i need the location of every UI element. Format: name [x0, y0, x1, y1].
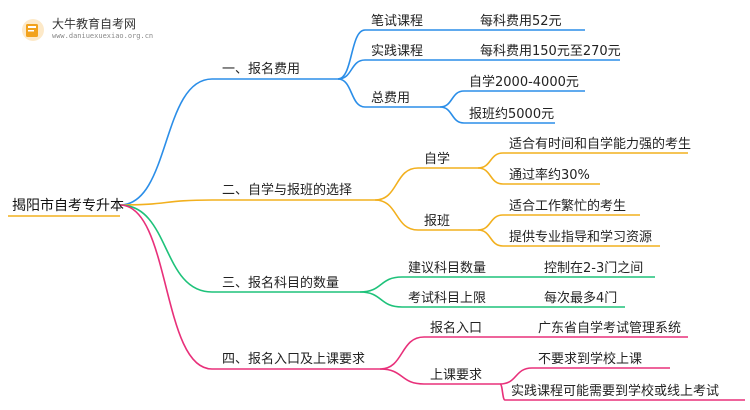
sub-connector	[359, 291, 403, 308]
leaf-node: 报班约5000元	[469, 107, 555, 122]
leaf-node: 适合工作繁忙的考生	[509, 199, 627, 214]
branch-connector	[119, 199, 213, 206]
sub-node: 自学	[424, 152, 451, 167]
sub-connector	[359, 276, 403, 293]
sub-connector	[337, 59, 366, 80]
logo-url: www.daniuexuexiao.org.cn	[52, 32, 154, 40]
branch-node: 三、报名科目的数量	[222, 276, 340, 291]
sub-node: 报名入口	[430, 321, 483, 336]
sub-connector	[379, 336, 425, 370]
branch-node: 一、报名费用	[222, 62, 301, 77]
leaf-node: 每次最多4门	[544, 291, 618, 306]
leaf-node: 控制在2-3门之间	[544, 261, 644, 276]
sub-connector	[337, 78, 366, 108]
root-node: 揭阳市自考专升本	[12, 198, 124, 214]
leaf-node: 每科费用52元	[480, 14, 562, 29]
branch-connector	[119, 204, 213, 370]
branch-connector	[119, 78, 213, 206]
leaf-connector	[477, 167, 504, 185]
leaf-connector	[499, 367, 533, 385]
leaf-node: 适合有时间和自学能力强的考生	[509, 137, 692, 152]
leaf-connector	[477, 152, 504, 169]
sub-connector	[337, 29, 366, 80]
logo-title: 大牛教育自考网	[52, 17, 137, 31]
branch-node: 四、报名入口及上课要求	[222, 352, 366, 367]
leaf-connector	[499, 383, 506, 401]
leaf-node: 实践课程可能需要到学校或线上考试	[511, 384, 720, 399]
leaf-node: 每科费用150元至270元	[480, 44, 621, 59]
leaf-connector	[477, 229, 504, 247]
sub-connector	[374, 199, 419, 231]
leaf-node: 提供专业指导和学习资源	[509, 230, 653, 245]
leaf-connector	[477, 214, 504, 231]
leaf-node: 广东省自学考试管理系统	[538, 321, 682, 336]
sub-connector	[374, 167, 419, 201]
leaf-node: 通过率约30%	[509, 168, 590, 183]
sub-node: 总费用	[371, 91, 411, 106]
sub-node: 笔试课程	[371, 14, 424, 29]
leaf-connector	[439, 106, 465, 124]
leaf-connector	[439, 90, 465, 108]
leaf-node: 自学2000-4000元	[469, 75, 579, 90]
branch-connector	[119, 204, 213, 293]
sub-node: 上课要求	[430, 368, 483, 383]
sub-node: 实践课程	[371, 44, 424, 59]
sub-node: 报班	[424, 214, 451, 229]
book-logo-icon	[20, 18, 46, 42]
branch-node: 二、自学与报班的选择	[222, 183, 353, 198]
sub-node: 考试科目上限	[408, 291, 487, 306]
sub-connector	[379, 368, 425, 385]
leaf-node: 不要求到学校上课	[538, 352, 643, 367]
sub-node: 建议科目数量	[408, 261, 487, 276]
